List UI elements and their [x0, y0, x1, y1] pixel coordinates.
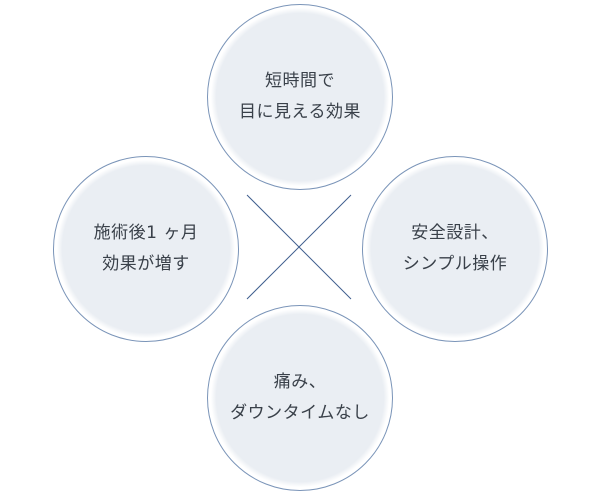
benefit-text-line: 安全設計、: [411, 223, 499, 244]
benefit-circle-right: 安全設計、 シンプル操作: [362, 156, 548, 342]
benefit-label-bottom: 痛み、 ダウンタイムなし: [230, 367, 370, 429]
benefit-circle-left: 施術後1 ヶ月 効果が増す: [53, 156, 239, 342]
benefit-circle-top: 短時間で 目に見える効果: [207, 4, 393, 190]
benefit-label-right: 安全設計、 シンプル操作: [403, 218, 508, 280]
benefit-text-line: 短時間で: [265, 71, 335, 92]
benefit-text-line: シンプル操作: [402, 254, 508, 274]
benefit-label-left: 施術後1 ヶ月 効果が増す: [94, 218, 199, 280]
benefit-text-line: 痛み、: [273, 372, 327, 393]
benefit-text-line: 施術後1 ヶ月: [93, 223, 199, 244]
benefit-label-top: 短時間で 目に見える効果: [239, 66, 361, 128]
diagonal-line-ne-sw: [246, 194, 352, 300]
benefit-circle-bottom: 痛み、 ダウンタイムなし: [207, 305, 393, 491]
benefit-text-line: 目に見える効果: [239, 102, 361, 122]
benefit-text-line: 効果が増す: [102, 254, 190, 274]
benefit-text-line: ダウンタイムなし: [230, 403, 370, 423]
